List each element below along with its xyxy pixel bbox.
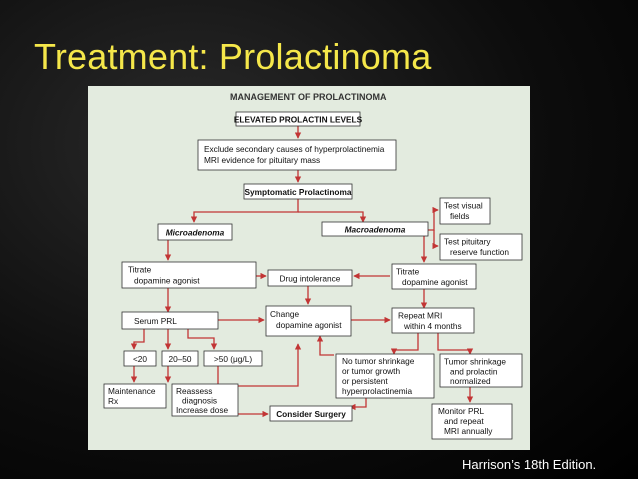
diagram-heading: MANAGEMENT OF PROLACTINOMA <box>230 92 387 102</box>
svg-text:fields: fields <box>450 211 469 221</box>
node-test-pituitary: Test pituitary reserve function <box>439 233 523 261</box>
node-maintenance-rx: Maintenance Rx <box>103 383 167 409</box>
svg-text:ELEVATED PROLACTIN LEVELS: ELEVATED PROLACTIN LEVELS <box>234 115 363 125</box>
node-consider-surgery: Consider Surgery <box>269 405 353 422</box>
node-serum-prl: Serum PRL <box>121 311 219 330</box>
svg-text:Increase dose: Increase dose <box>176 405 229 415</box>
svg-text:Test pituitary: Test pituitary <box>444 237 491 247</box>
node-prl-20-50: 20–50 <box>161 350 199 367</box>
svg-text:No tumor shrinkage: No tumor shrinkage <box>342 356 415 366</box>
svg-text:Microadenoma: Microadenoma <box>166 228 225 238</box>
svg-text:MRI annually: MRI annually <box>444 426 493 436</box>
svg-text:<20: <20 <box>133 354 147 364</box>
node-drug-intolerance: Drug intolerance <box>267 269 353 287</box>
svg-text:Test visual: Test visual <box>444 201 483 211</box>
svg-text:20–50: 20–50 <box>168 354 191 364</box>
svg-text:within 4 months: within 4 months <box>403 321 462 331</box>
node-exclude-secondary: Exclude secondary causes of hyperprolact… <box>197 139 397 171</box>
svg-text:Tumor shrinkage: Tumor shrinkage <box>444 357 506 367</box>
svg-text:or tumor growth: or tumor growth <box>342 366 400 376</box>
svg-text:Rx: Rx <box>108 396 119 406</box>
svg-text:dopamine agonist: dopamine agonist <box>276 320 342 330</box>
node-no-tumor-shrinkage: No tumor shrinkage or tumor growth or pe… <box>335 353 435 399</box>
node-prl-gt50: >50 (μg/L) <box>203 350 263 367</box>
node-microadenoma: Microadenoma <box>157 223 233 241</box>
svg-text:Repeat MRI: Repeat MRI <box>398 311 442 321</box>
svg-text:Drug intolerance: Drug intolerance <box>280 274 341 284</box>
svg-text:Monitor PRL: Monitor PRL <box>438 406 484 416</box>
svg-text:and prolactin: and prolactin <box>450 367 498 377</box>
svg-text:Titrate: Titrate <box>396 267 420 277</box>
svg-text:Change: Change <box>270 309 299 319</box>
node-repeat-mri: Repeat MRI within 4 months <box>391 307 475 334</box>
svg-text:MRI evidence for pituitary mas: MRI evidence for pituitary mass <box>204 155 320 165</box>
svg-text:Consider Surgery: Consider Surgery <box>276 409 346 419</box>
node-tumor-shrinkage: Tumor shrinkage and prolactin normalized <box>439 353 523 388</box>
svg-text:Titrate: Titrate <box>128 265 152 275</box>
node-test-visual-fields: Test visual fields <box>439 197 491 225</box>
svg-text:Maintenance: Maintenance <box>108 386 156 396</box>
node-monitor-prl: Monitor PRL and repeat MRI annually <box>431 403 513 440</box>
node-prl-lt20: <20 <box>123 350 157 367</box>
svg-text:diagnosis: diagnosis <box>182 396 217 406</box>
svg-text:reserve function: reserve function <box>450 247 509 257</box>
node-reassess: Reassess diagnosis Increase dose <box>171 383 239 417</box>
node-macroadenoma: Macroadenoma <box>321 221 429 237</box>
node-elevated-prolactin: ELEVATED PROLACTIN LEVELS <box>234 111 363 127</box>
svg-text:or persistent: or persistent <box>342 376 388 386</box>
svg-text:Serum PRL: Serum PRL <box>134 316 177 326</box>
svg-text:hyperprolactinemia: hyperprolactinemia <box>342 386 412 396</box>
svg-text:dopamine agonist: dopamine agonist <box>134 276 200 286</box>
node-symptomatic: Symptomatic Prolactinoma <box>243 183 353 200</box>
flowchart-diagram: MANAGEMENT OF PROLACTINOMA <box>103 92 523 440</box>
slide-title: Treatment: Prolactinoma <box>34 36 432 77</box>
svg-text:Reassess: Reassess <box>176 386 212 396</box>
svg-text:Exclude secondary causes of hy: Exclude secondary causes of hyperprolact… <box>204 144 385 154</box>
svg-text:Symptomatic Prolactinoma: Symptomatic Prolactinoma <box>245 187 352 197</box>
citation: Harrison’s 18th Edition. <box>462 457 597 472</box>
node-titrate-left: Titrate dopamine agonist <box>121 261 257 289</box>
svg-text:and repeat: and repeat <box>444 416 484 426</box>
node-titrate-right: Titrate dopamine agonist <box>391 263 477 290</box>
svg-text:normalized: normalized <box>450 376 491 386</box>
svg-text:>50 (μg/L): >50 (μg/L) <box>214 354 252 364</box>
flowchart-panel: MANAGEMENT OF PROLACTINOMA <box>88 86 530 450</box>
svg-text:Macroadenoma: Macroadenoma <box>345 225 406 235</box>
node-change-dopamine: Change dopamine agonist <box>265 305 352 337</box>
svg-text:dopamine agonist: dopamine agonist <box>402 277 468 287</box>
